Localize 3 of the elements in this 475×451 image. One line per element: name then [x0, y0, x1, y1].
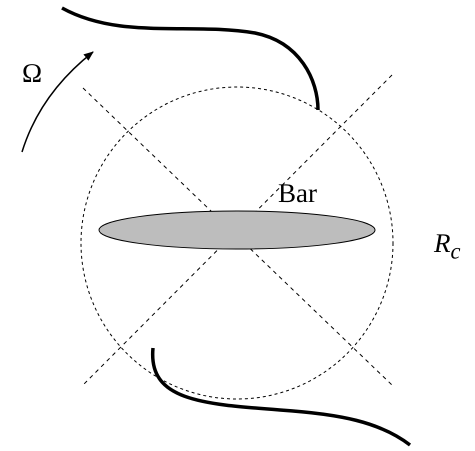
radius-label: R$_{c}$ — [434, 230, 460, 263]
bar-label: Bar — [278, 180, 317, 207]
symbol-label: Ω — [22, 60, 42, 87]
